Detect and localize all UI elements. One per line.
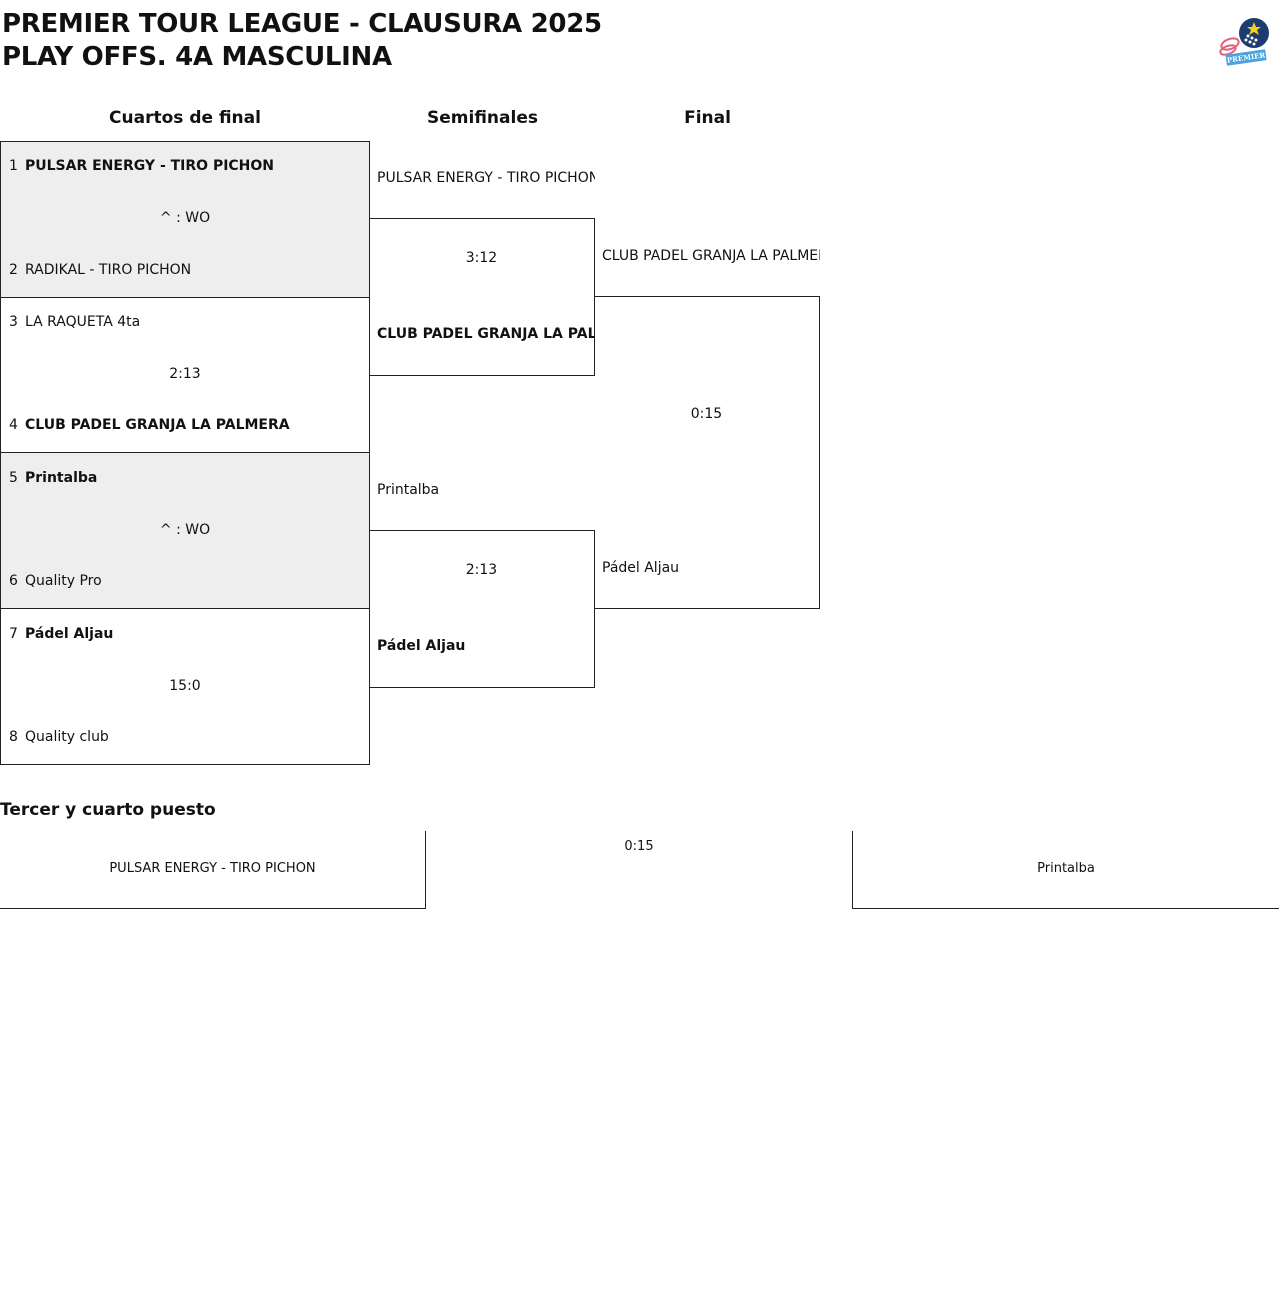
third-place-left: PULSAR ENERGY - TIRO PICHON [0, 831, 426, 909]
qf3-score: ^ : WO [159, 522, 211, 538]
third-place-score-cell: 0:15 [426, 831, 852, 908]
sf2-top-team: Printalba [377, 482, 440, 498]
semifinal-match-1: 3:12 [369, 218, 595, 376]
qf1-score: ^ : WO [159, 210, 211, 226]
sf1-score: 3:12 [465, 250, 498, 266]
round-header-semis: Semifinales [427, 108, 538, 128]
semifinal-match-2: 2:13 [369, 530, 595, 688]
final-bottom-team: Pádel Aljau [602, 560, 680, 576]
third-place-left-team: PULSAR ENERGY - TIRO PICHON [109, 861, 316, 876]
page-title: PREMIER TOUR LEAGUE - CLAUSURA 2025 PLAY… [2, 8, 602, 74]
final-top-team: CLUB PADEL GRANJA LA PALMERA [602, 248, 820, 264]
final-score: 0:15 [690, 406, 723, 422]
final-match: 0:15 [594, 296, 820, 609]
sf2-bottom-team: Pádel Aljau [377, 638, 466, 654]
third-place-title: Tercer y cuarto puesto [0, 800, 216, 820]
round-header-quarters: Cuartos de final [109, 108, 261, 128]
qf2-score: 2:13 [169, 366, 201, 382]
sf2-score: 2:13 [465, 562, 498, 578]
third-place-right-team: Printalba [1037, 861, 1095, 876]
sf1-top-team: PULSAR ENERGY - TIRO PICHON [377, 170, 595, 186]
third-place-score: 0:15 [624, 839, 654, 854]
title-line-1: PREMIER TOUR LEAGUE - CLAUSURA 2025 [2, 9, 602, 39]
qf4-score: 15:0 [169, 678, 201, 694]
title-line-2: PLAY OFFS. 4A MASCULINA [2, 42, 392, 72]
third-place-right: Printalba [852, 831, 1279, 909]
sf1-bottom-team: CLUB PADEL GRANJA LA PALMERA [377, 326, 595, 342]
premier-logo: PREMIER [1216, 16, 1276, 66]
round-header-final: Final [684, 108, 731, 128]
